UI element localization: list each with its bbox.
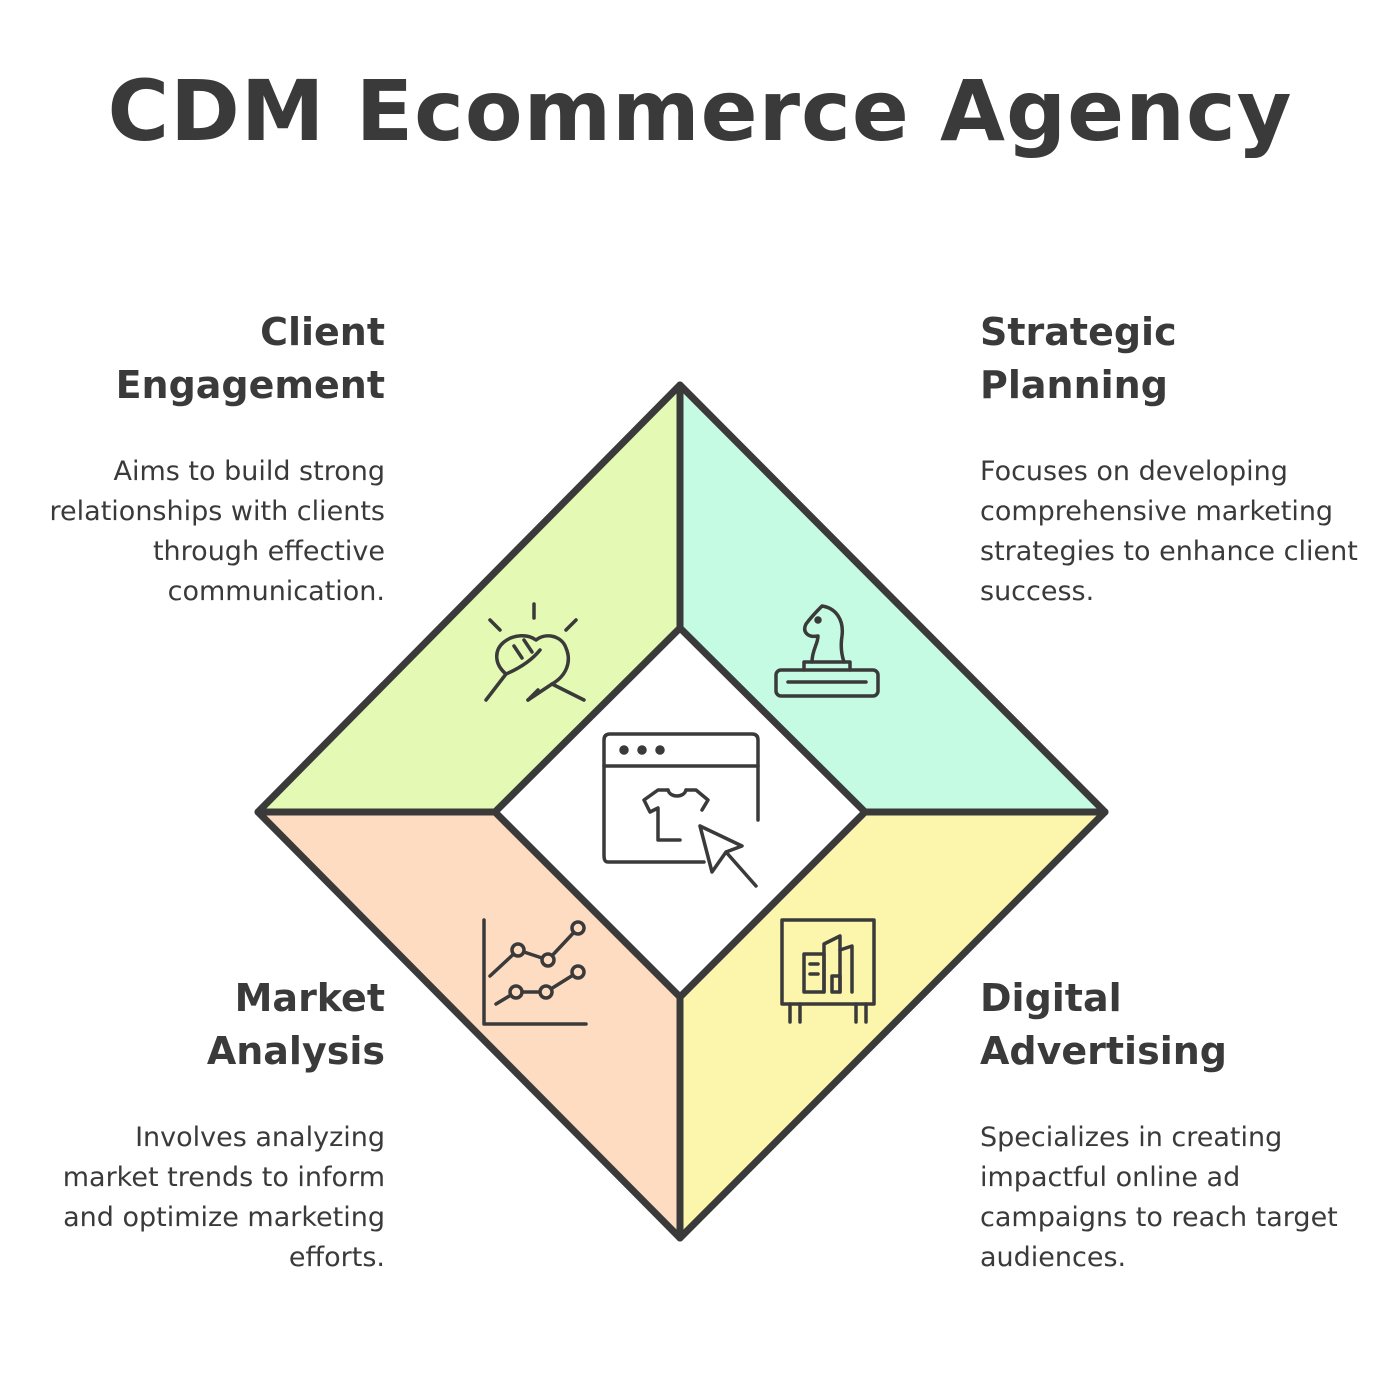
client-engagement-block: Client Engagement Aims to build strong r…	[40, 306, 385, 612]
market-analysis-title: Market Analysis	[40, 972, 385, 1078]
digital-advertising-title: Digital Advertising	[980, 972, 1360, 1078]
online-store-icon	[602, 732, 760, 888]
line-chart-icon	[482, 918, 588, 1026]
strategic-planning-title-line2: Planning	[980, 363, 1168, 407]
market-analysis-description: Involves analyzing market trends to info…	[62, 1122, 385, 1273]
strategic-planning-description: Focuses on developing comprehensive mark…	[980, 456, 1358, 607]
market-analysis-title-line2: Analysis	[206, 1029, 385, 1073]
market-analysis-block: Market Analysis Involves analyzing marke…	[40, 972, 385, 1278]
digital-advertising-title-line2: Advertising	[980, 1029, 1227, 1073]
page-title: CDM Ecommerce Agency	[107, 62, 1293, 160]
client-engagement-title-line2: Engagement	[115, 363, 385, 407]
digital-advertising-title-line1: Digital	[980, 976, 1122, 1020]
chess-knight-icon	[774, 604, 880, 698]
handshake-icon	[484, 602, 586, 702]
strategic-planning-title-line1: Strategic	[980, 310, 1177, 354]
digital-advertising-description: Specializes in creating impactful online…	[980, 1122, 1338, 1273]
market-analysis-title-line1: Market	[234, 976, 385, 1020]
client-engagement-title-line1: Client	[260, 310, 385, 354]
client-engagement-title: Client Engagement	[40, 306, 385, 412]
client-engagement-description: Aims to build strong relationships with …	[49, 456, 385, 607]
strategic-planning-title: Strategic Planning	[980, 306, 1360, 412]
digital-advertising-block: Digital Advertising Specializes in creat…	[980, 972, 1360, 1278]
strategic-planning-block: Strategic Planning Focuses on developing…	[980, 306, 1360, 612]
diagram-outline	[254, 381, 1109, 1242]
billboard-icon	[780, 918, 876, 1024]
